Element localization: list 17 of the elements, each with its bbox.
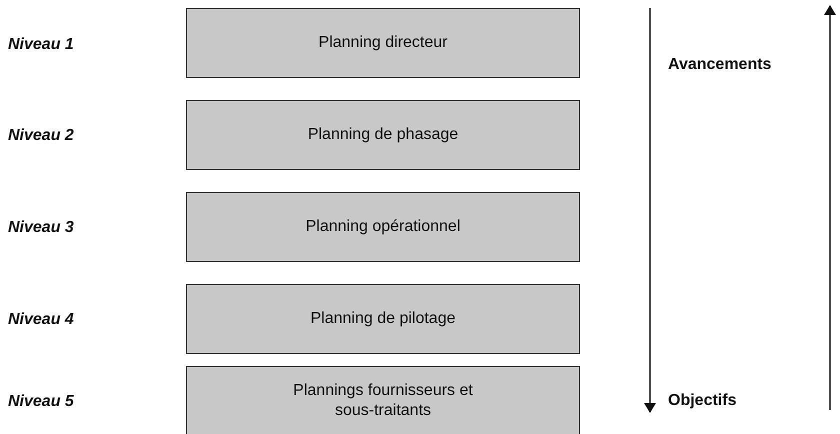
box-text: Plannings fournisseurs et sous-traitants	[292, 381, 474, 421]
level-label: Niveau 5	[8, 393, 75, 411]
level-box	[186, 8, 580, 78]
arrow-label: Objectifs	[668, 392, 736, 410]
level-box	[186, 284, 580, 354]
level-label: Niveau 2	[8, 127, 75, 145]
box-text: Planning de phasage	[308, 125, 458, 145]
level-label: Niveau 4	[8, 311, 75, 329]
box-text: Planning opérationnel	[306, 217, 460, 237]
level-label: Niveau 3	[8, 219, 75, 237]
arrow-label: Avancements	[668, 56, 772, 74]
level-box	[186, 192, 580, 262]
level-box	[186, 100, 580, 170]
level-box	[186, 366, 580, 434]
box-text: Planning de pilotage	[310, 309, 456, 329]
box-text: Planning directeur	[318, 33, 448, 53]
level-label: Niveau 1	[8, 36, 75, 54]
